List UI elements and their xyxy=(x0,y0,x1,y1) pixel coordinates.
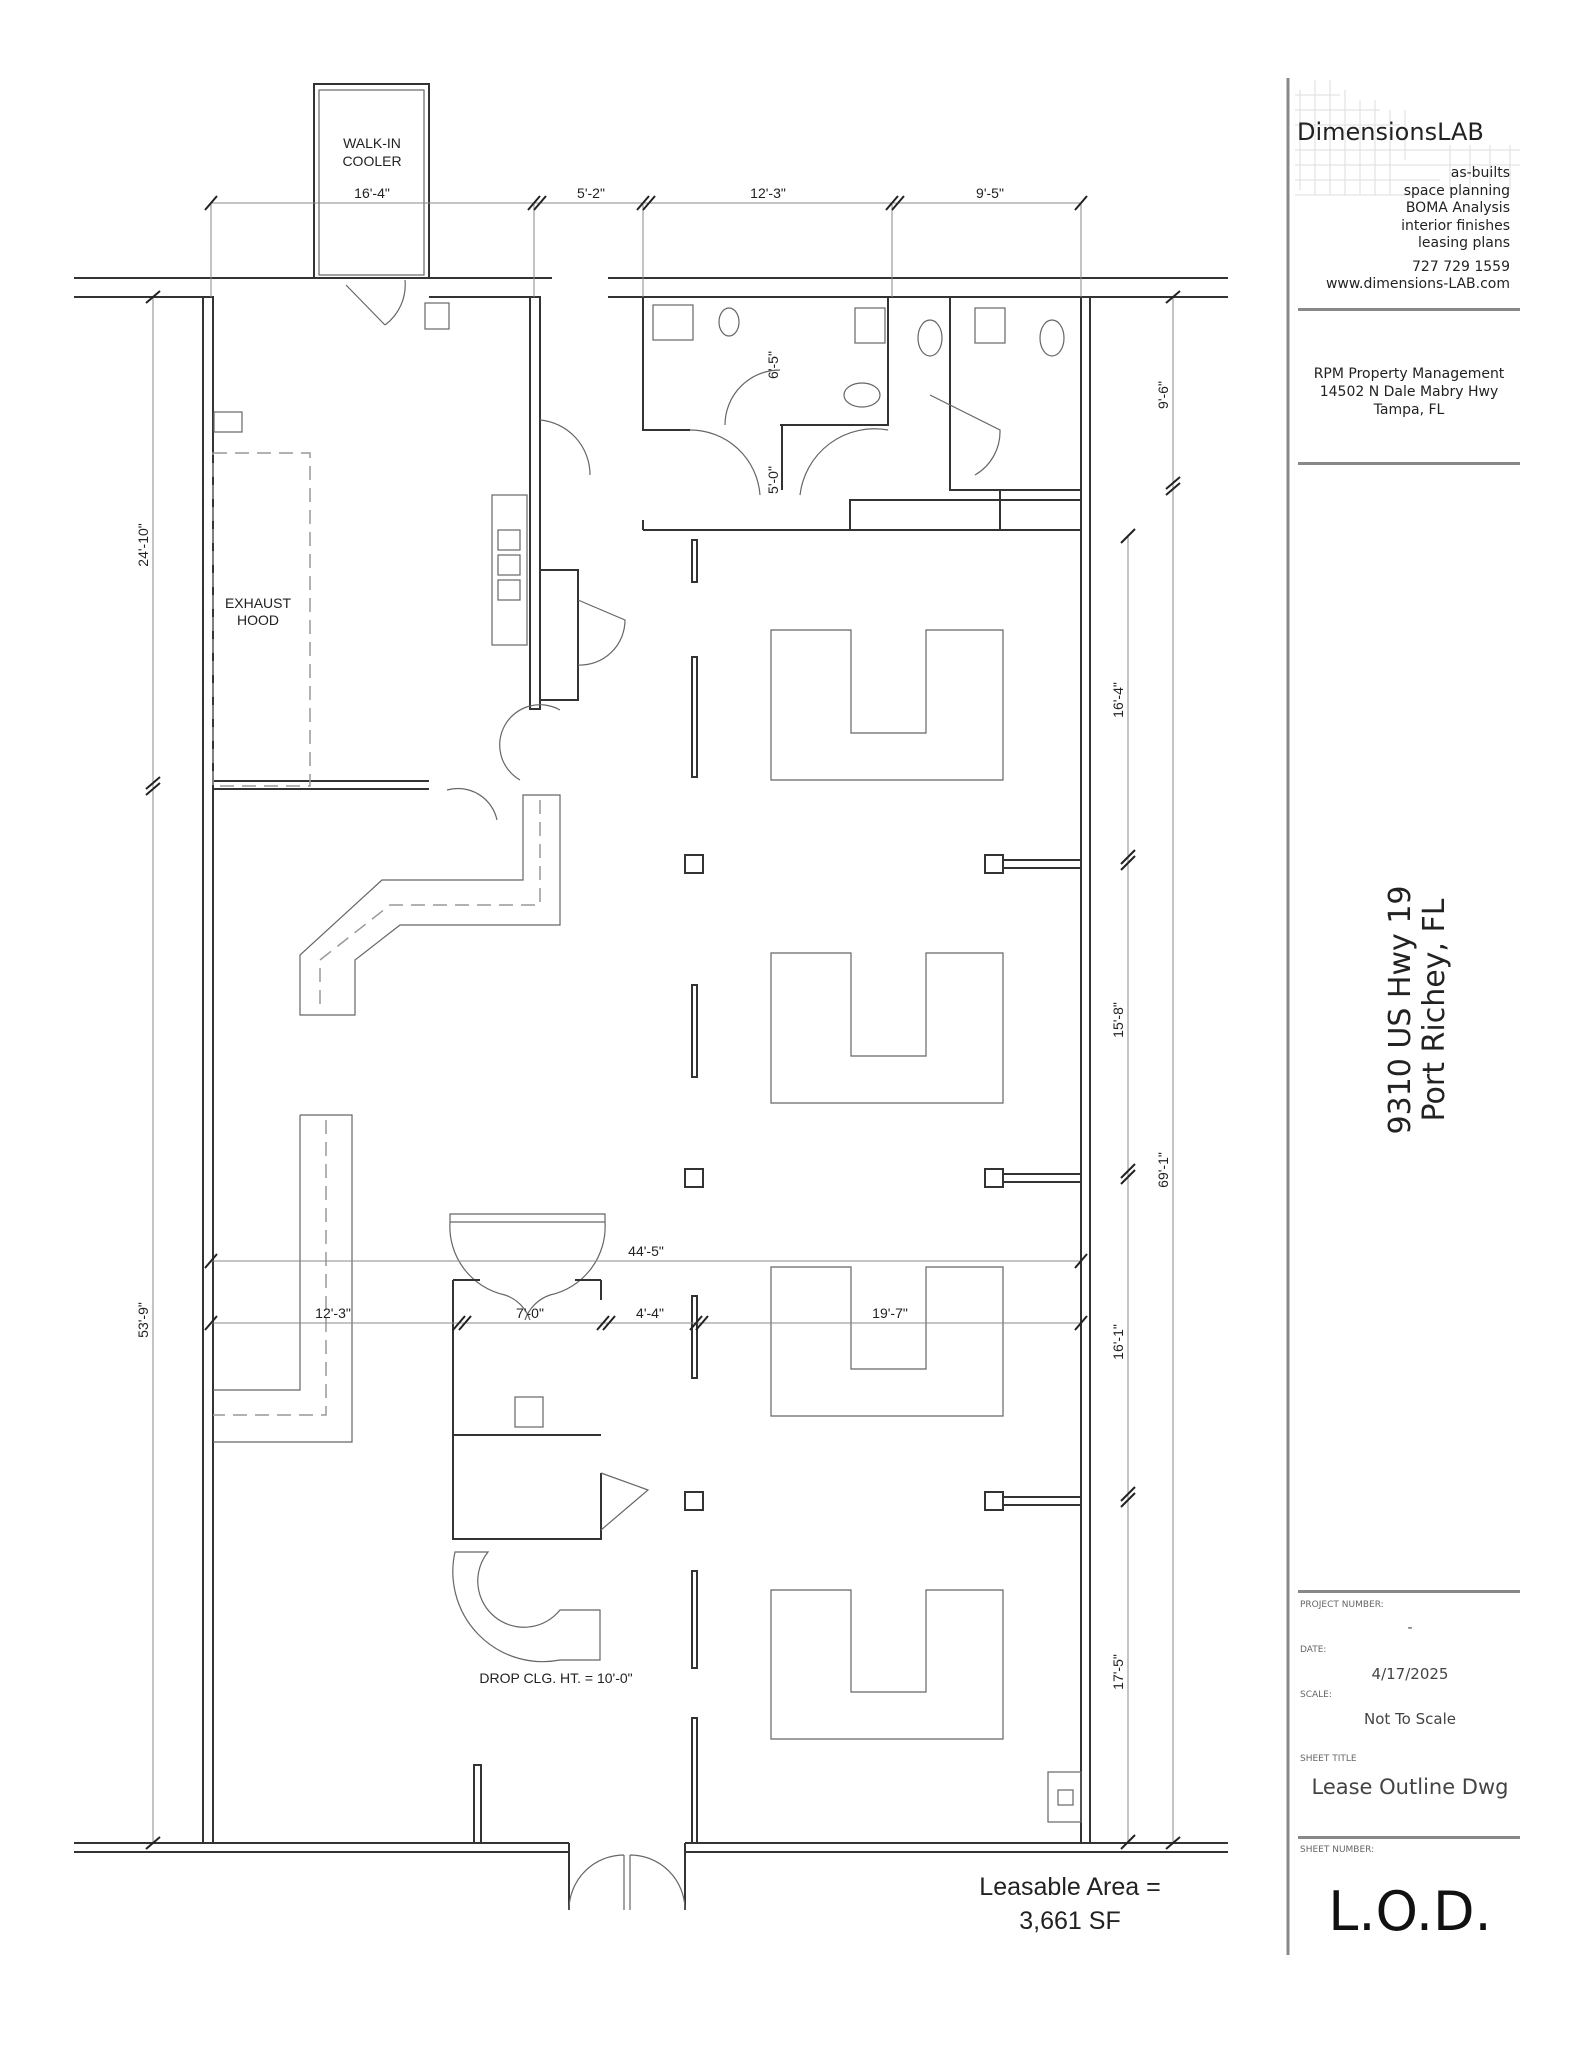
dim-outer-1: 9'-6" xyxy=(1155,381,1171,409)
divider xyxy=(1298,462,1520,465)
cooler-label: WALK-IN xyxy=(343,135,401,151)
sheet-number: L.O.D. xyxy=(1328,1880,1492,1943)
exhaust-hood-label-2: HOOD xyxy=(237,612,279,628)
service: leasing plans xyxy=(1418,235,1510,251)
service: as-builts xyxy=(1450,165,1510,181)
dim-restroom-1: 6'-5" xyxy=(765,351,781,379)
logo-grid xyxy=(1295,80,1520,196)
scale-label: SCALE: xyxy=(1300,1690,1332,1700)
divider xyxy=(1298,1590,1520,1593)
dim-top-2: 5'-2" xyxy=(577,185,605,201)
divider xyxy=(1298,308,1520,311)
exhaust-hood-label: EXHAUST xyxy=(225,595,292,611)
dim-restroom-2: 5'-0" xyxy=(765,466,781,494)
dim-top-4: 9'-5" xyxy=(976,185,1004,201)
dim-overall-width: 44'-5" xyxy=(628,1243,664,1259)
sheet-number-label: SHEET NUMBER: xyxy=(1300,1845,1375,1855)
client-name: RPM Property Management xyxy=(1313,366,1505,382)
dim-left-1: 24'-10" xyxy=(135,523,151,566)
dim-right-2: 15'-8" xyxy=(1110,1002,1126,1038)
leasable-area-value: 3,661 SF xyxy=(1019,1907,1121,1935)
client-city: Tampa, FL xyxy=(1373,402,1445,418)
dim-mid-1: 12'-3" xyxy=(315,1305,351,1321)
dim-right-3: 16'-1" xyxy=(1110,1324,1126,1360)
project-number-label: PROJECT NUMBER: xyxy=(1300,1600,1384,1610)
sheet-title-label: SHEET TITLE xyxy=(1300,1754,1357,1764)
dim-top-3: 12'-3" xyxy=(750,185,786,201)
project-city: Port Richey, FL xyxy=(1417,898,1452,1122)
leasable-area: Leasable Area = 3,661 SF xyxy=(940,1870,1200,1938)
date-label: DATE: xyxy=(1300,1645,1327,1655)
dim-mid-3: 4'-4" xyxy=(636,1305,664,1321)
client-block: RPM Property Management 14502 N Dale Mab… xyxy=(1298,365,1520,419)
dim-right-1: 16'-4" xyxy=(1110,682,1126,718)
project-address: 9310 US Hwy 19 xyxy=(1383,885,1418,1135)
ceiling-note: DROP CLG. HT. = 10'-0" xyxy=(479,1670,632,1686)
booth-tables xyxy=(770,629,1004,1740)
date: 4/17/2025 xyxy=(1371,1665,1449,1683)
sheet-title: Lease Outline Dwg xyxy=(1311,1775,1509,1799)
service: interior finishes xyxy=(1401,217,1510,234)
exterior-walls xyxy=(74,277,1228,1910)
service: space planning xyxy=(1403,182,1510,199)
restrooms: 6'-5" 5'-0" xyxy=(642,297,1081,531)
project-address-block: 9310 US Hwy 19 Port Richey, FL xyxy=(1383,885,1452,1135)
columns xyxy=(684,539,1081,1844)
leasable-area-label: Leasable Area = xyxy=(979,1873,1161,1901)
dim-outer-2: 69'-1" xyxy=(1155,1152,1171,1188)
dim-right-4: 17'-5" xyxy=(1110,1654,1126,1690)
walk-in-cooler: WALK-IN COOLER xyxy=(313,83,430,326)
client-address: 14502 N Dale Mabry Hwy xyxy=(1319,384,1499,400)
kitchen: EXHAUST HOOD xyxy=(212,296,626,821)
firm-logo: DimensionsLAB xyxy=(1297,118,1484,146)
scale: Not To Scale xyxy=(1364,1710,1456,1728)
firm-website[interactable]: www.dimensions-LAB.com xyxy=(1325,276,1510,292)
service-rooms: DROP CLG. HT. = 10'-0" xyxy=(449,1213,1082,1911)
counters xyxy=(213,794,561,1443)
firm-phone: 727 729 1559 xyxy=(1412,258,1510,275)
dim-top-1: 16'-4" xyxy=(354,185,390,201)
cooler-label-2: COOLER xyxy=(342,153,401,169)
service: BOMA Analysis xyxy=(1405,200,1510,216)
dim-left-2: 53'-9" xyxy=(135,1302,151,1338)
dim-mid-2: 7'-0" xyxy=(516,1305,544,1321)
dim-mid-4: 19'-7" xyxy=(872,1305,908,1321)
project-number: - xyxy=(1407,1620,1413,1636)
divider xyxy=(1298,1836,1520,1839)
dimensions: 16'-4" 5'-2" 12'-3" 9'-5" 24'-10" 53'-9"… xyxy=(135,185,1181,1850)
firm-services: as-builts space planning BOMA Analysis i… xyxy=(1300,165,1510,294)
